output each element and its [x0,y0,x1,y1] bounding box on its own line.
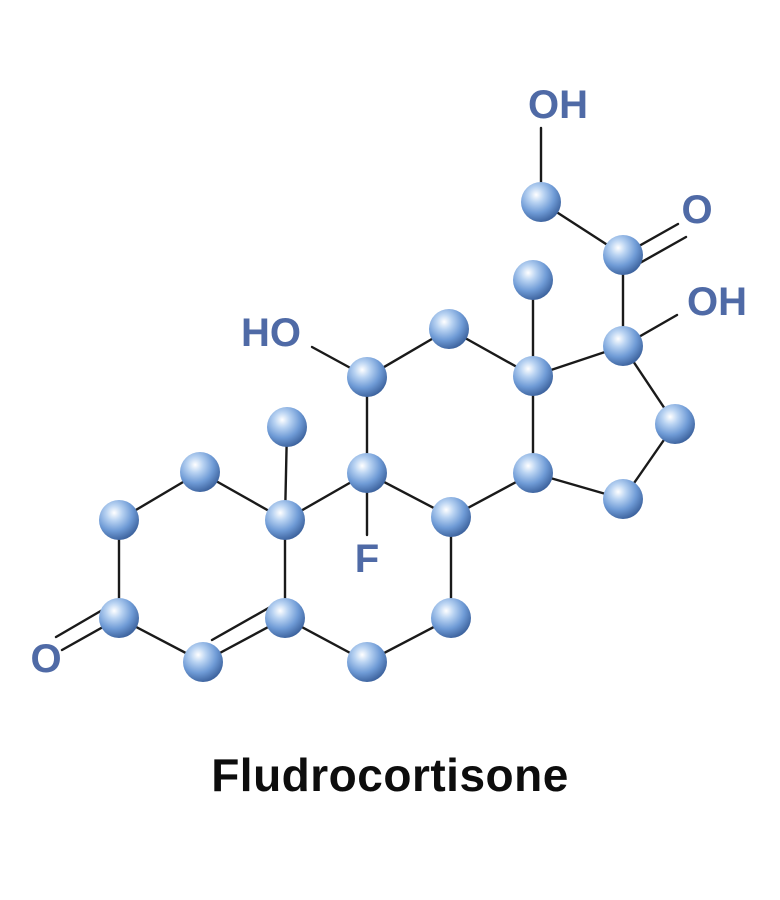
carbon-atom [267,407,307,447]
carbon-atom [183,642,223,682]
carbon-atom [603,235,643,275]
ketone-oxygen-label-side-chain: O [681,188,712,232]
carbon-atom [431,497,471,537]
carbon-atom [265,598,305,638]
carbon-atom [180,452,220,492]
carbon-atom [603,479,643,519]
hydroxyl-label-right: OH [687,280,747,324]
carbon-atom [513,356,553,396]
carbon-atom [347,453,387,493]
fluorine-label: F [355,537,379,581]
hydroxyl-label-left: HO [241,311,301,355]
carbon-atom [603,326,643,366]
carbon-atom [513,453,553,493]
carbon-atom [431,598,471,638]
carbon-atom [347,642,387,682]
carbon-atom [429,309,469,349]
carbon-atom [513,260,553,300]
atoms [99,182,695,682]
molecule-title: Fludrocortisone [211,749,569,801]
ketone-oxygen-label-ring: O [30,637,61,681]
atom-labels: OH O OH HO F O [30,83,747,681]
bond-double-inner [210,604,274,642]
hydroxyl-label-top: OH [528,83,588,127]
carbon-atom [521,182,561,222]
carbon-atom [347,357,387,397]
carbon-atom [265,500,305,540]
carbon-atom [655,404,695,444]
carbon-atom [99,598,139,638]
carbon-atom [99,500,139,540]
